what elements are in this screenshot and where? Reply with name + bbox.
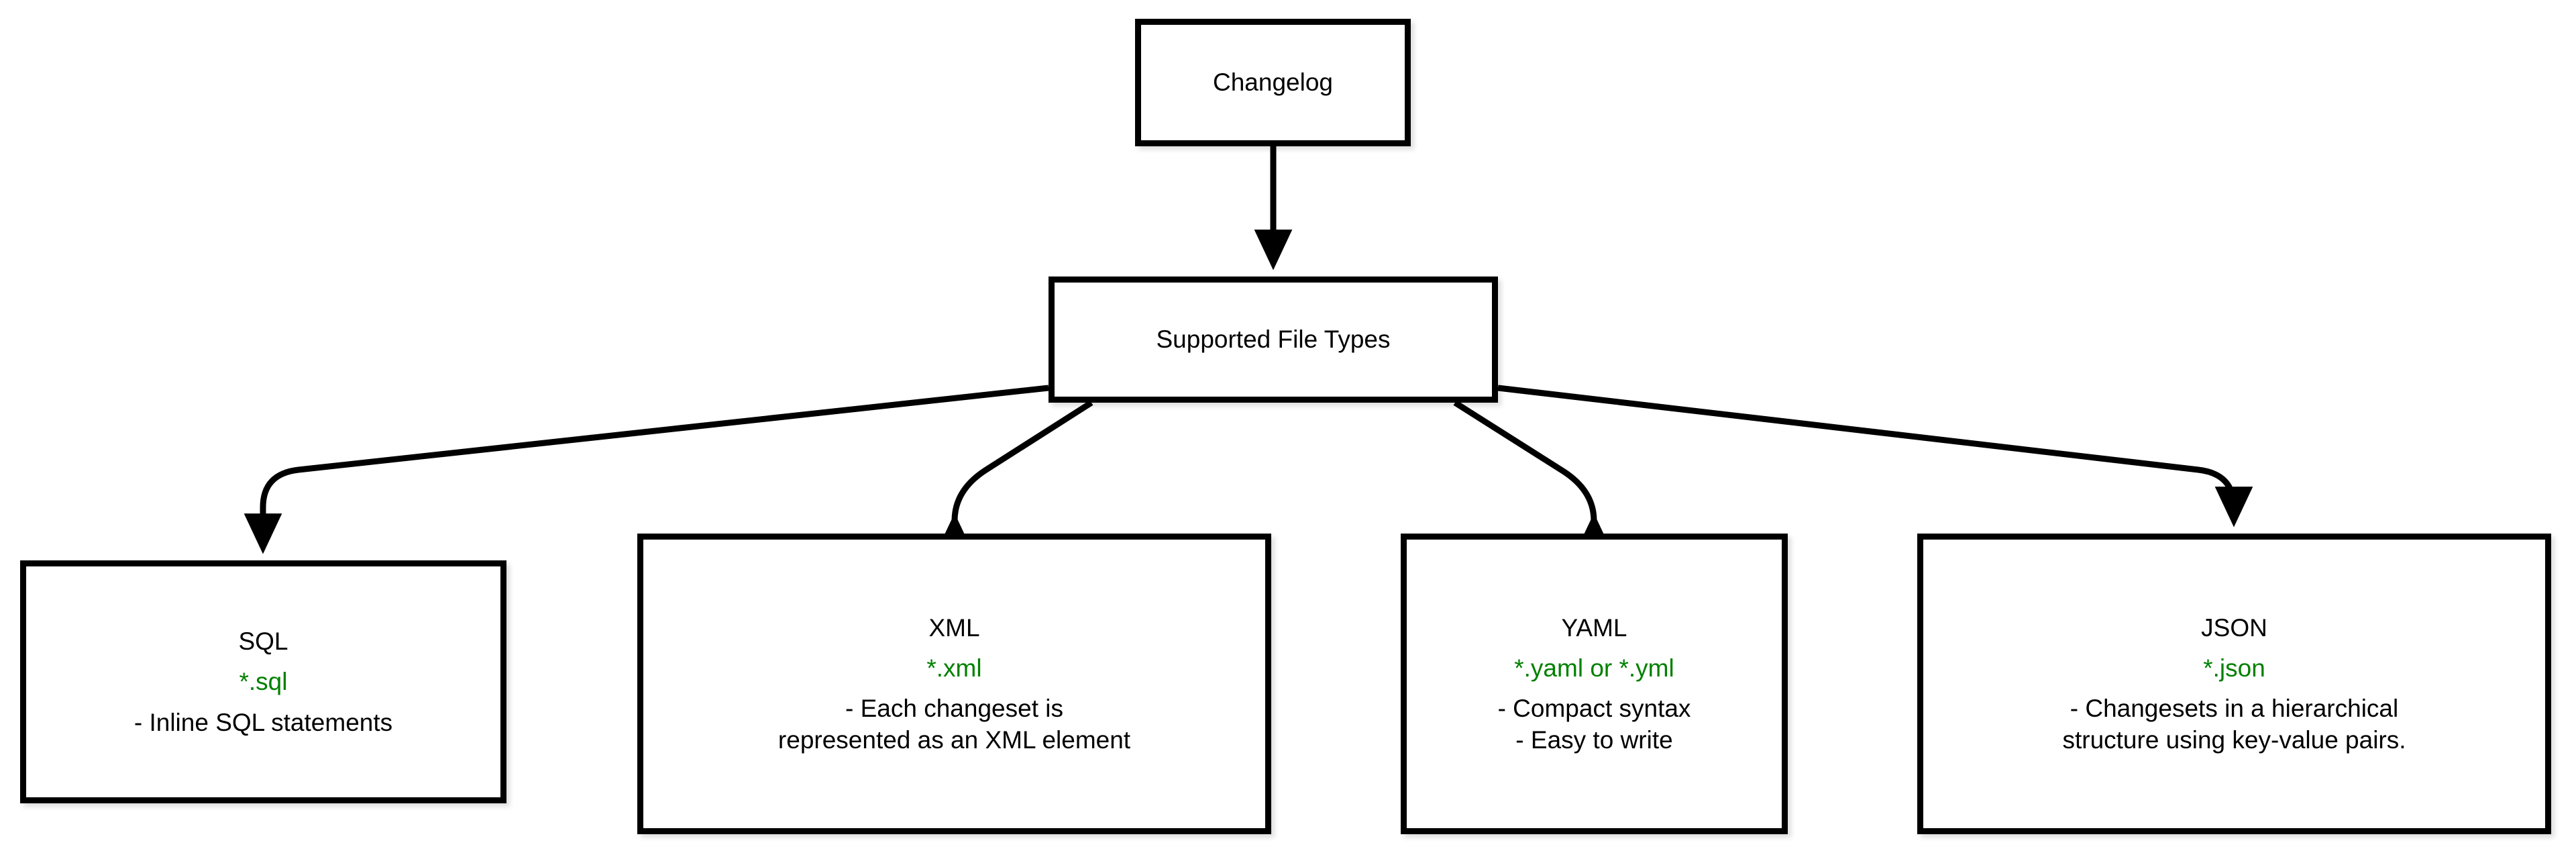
node-yaml-description-line: - Compact syntax [1497,695,1691,722]
node-sql-name: SQL [238,628,288,656]
node-xml-description-line: represented as an XML element [777,726,1131,754]
node-json-description: - Changesets in a hierarchical structure… [2062,695,2406,754]
node-yaml-extensions: *.yaml or *.yml [1514,654,1674,682]
node-json-description-line: structure using key-value pairs. [2062,726,2406,754]
edge-supported-to-xml [935,400,1093,554]
edge-supported-to-yaml [1453,400,1613,554]
node-sql-extensions: *.sql [239,668,288,696]
node-changelog-label: Changelog [1213,68,1333,97]
node-json-name: JSON [2201,613,2267,642]
node-xml-description-line: - Each changeset is [845,695,1063,722]
node-changelog[interactable]: Changelog [1135,19,1411,146]
node-file-type-json[interactable]: JSON *.json - Changesets in a hierarchic… [1917,534,2551,834]
edge-supported-to-sql [244,385,1049,554]
node-file-type-yaml[interactable]: YAML *.yaml or *.yml - Compact syntax - … [1401,534,1788,834]
node-json-description-line: - Changesets in a hierarchical [2070,695,2399,722]
node-supported-file-types[interactable]: Supported File Types [1049,277,1498,403]
node-yaml-name: YAML [1561,613,1627,642]
node-sql-description-line: - Inline SQL statements [133,708,393,736]
node-supported-file-types-label: Supported File Types [1156,325,1391,354]
node-xml-name: XML [928,613,980,642]
node-json-extensions: *.json [2203,654,2265,682]
edge-supported-to-json [1497,385,2253,528]
node-xml-extensions: *.xml [926,654,982,682]
node-sql-description: - Inline SQL statements [133,708,393,736]
node-xml-description: - Each changeset is represented as an XM… [777,695,1131,754]
node-yaml-description: - Compact syntax - Easy to write [1497,695,1691,754]
node-yaml-description-line: - Easy to write [1515,726,1673,754]
node-file-type-xml[interactable]: XML *.xml - Each changeset is represente… [637,534,1271,834]
node-file-type-sql[interactable]: SQL *.sql - Inline SQL statements [20,560,506,803]
